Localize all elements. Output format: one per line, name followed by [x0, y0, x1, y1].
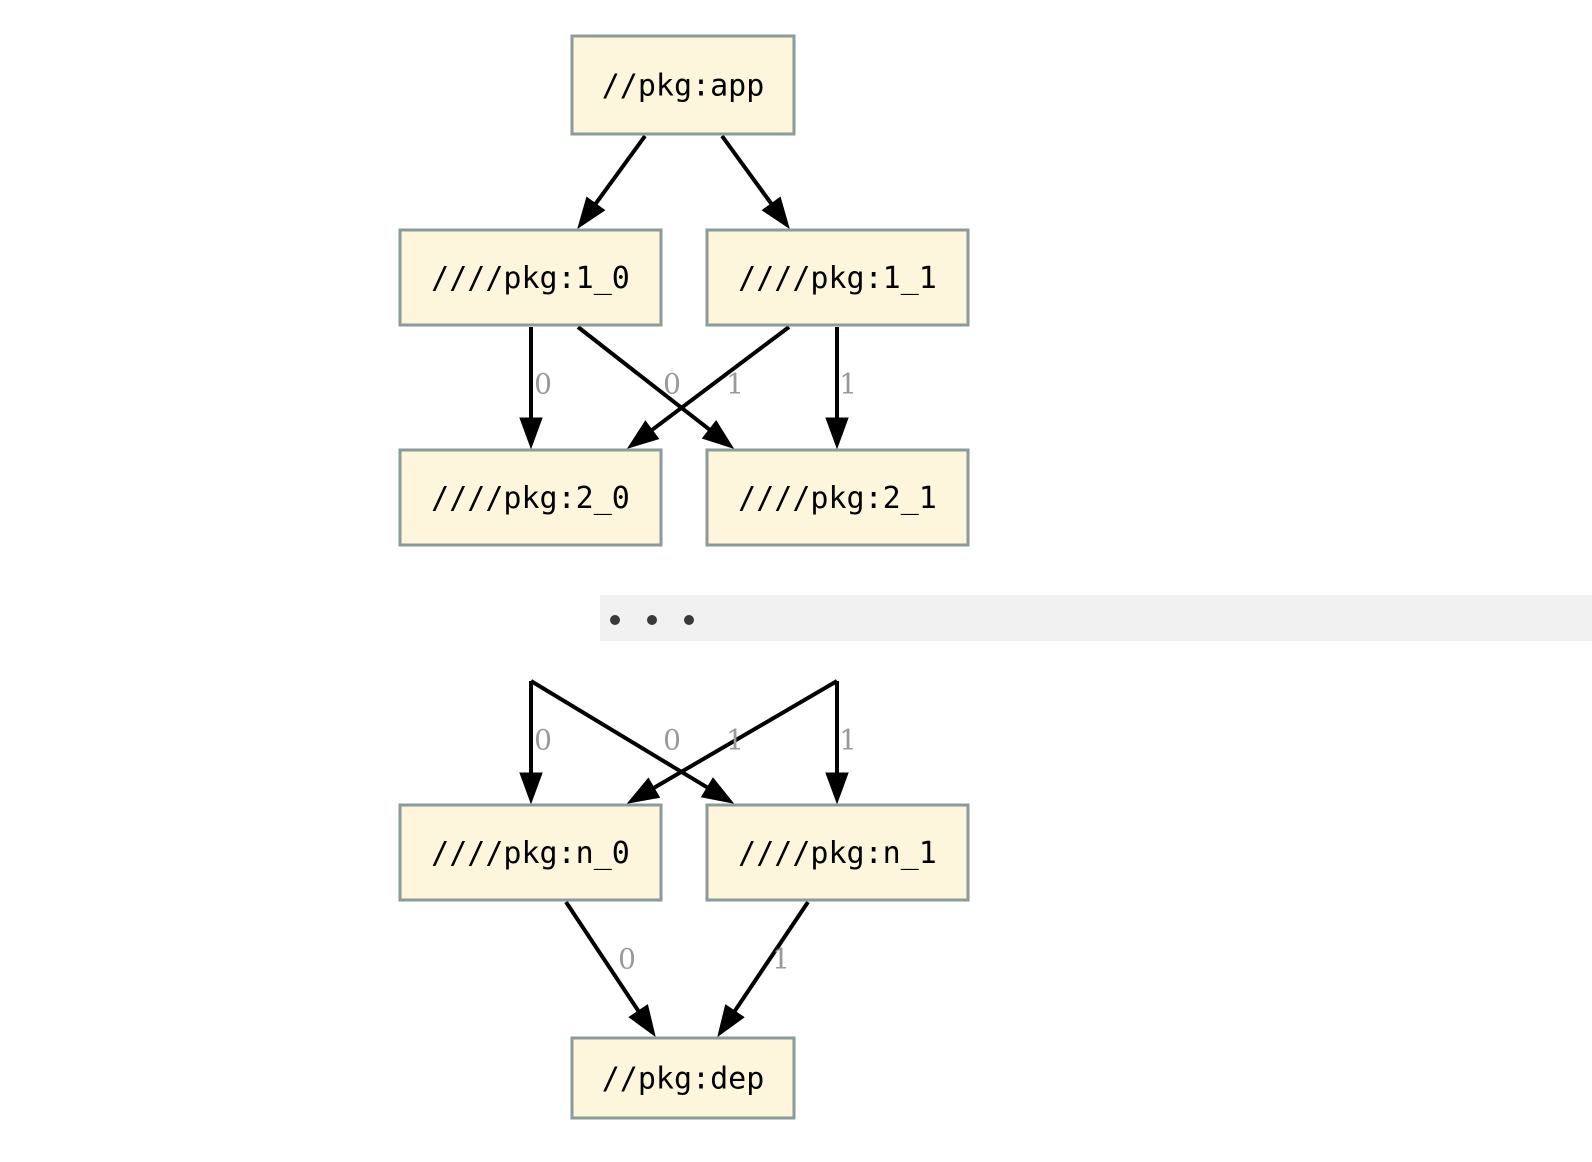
node-box[interactable] [705, 228, 970, 327]
edge-label: 0 [534, 724, 552, 757]
edge-arrowhead [717, 1004, 745, 1038]
node-label: ////pkg:n_1 [738, 836, 937, 871]
edge-label: 0 [663, 724, 681, 757]
edge-arrowhead [825, 417, 849, 450]
node-box[interactable] [398, 803, 663, 902]
edge-line [590, 134, 647, 210]
node-dep[interactable]: //pkg:dep [570, 1036, 796, 1120]
edge-arrowhead [701, 419, 735, 449]
node-1_0[interactable]: ////pkg:1_0 [398, 228, 663, 327]
ellipsis-band [600, 595, 1592, 641]
edge-line [564, 900, 644, 1018]
edge-label: 1 [839, 724, 857, 757]
node-label: ////pkg:1_0 [431, 261, 630, 296]
node-box[interactable] [705, 803, 970, 902]
edge-arrowhead [628, 1004, 656, 1038]
node-2_0[interactable]: ////pkg:2_0 [398, 448, 663, 547]
edge-line [729, 900, 810, 1018]
edge-label: 0 [618, 943, 636, 976]
node-label: ////pkg:2_1 [738, 481, 937, 516]
edge-line [647, 679, 839, 793]
edge-label: 1 [726, 368, 744, 401]
node-1_1[interactable]: ////pkg:1_1 [705, 228, 970, 327]
node-box[interactable] [570, 1036, 796, 1120]
edge-arrowhead [825, 772, 849, 805]
node-label: ////pkg:n_0 [431, 836, 630, 871]
edge-arrowhead [700, 777, 735, 804]
node-label: ////pkg:2_0 [431, 481, 630, 516]
ellipsis-section [600, 595, 1592, 641]
node-box[interactable] [570, 34, 796, 136]
edge-line [645, 325, 791, 436]
node-label: ////pkg:1_1 [738, 261, 937, 296]
edge-label: 0 [663, 368, 681, 401]
node-box[interactable] [705, 448, 970, 547]
node-n_1[interactable]: ////pkg:n_1 [705, 803, 970, 902]
edge-arrowhead [626, 777, 661, 804]
edge-label: 0 [534, 368, 552, 401]
node-label: //pkg:dep [602, 1062, 765, 1097]
edge-arrowhead [761, 196, 790, 230]
edge-line [576, 325, 716, 435]
edge-label: 1 [726, 724, 744, 757]
edge-line [529, 679, 714, 793]
edge-arrowhead [626, 420, 660, 449]
edge-line [720, 134, 777, 210]
edge-label: 1 [839, 368, 857, 401]
node-layer: //pkg:app ////pkg:1_0 ////pkg:1_1 ////pkg:2… [398, 34, 970, 1120]
node-label: //pkg:app [602, 69, 765, 104]
ellipsis-dot-2 [684, 615, 694, 625]
node-app[interactable]: //pkg:app [570, 34, 796, 136]
edge-label-layer: 0 0 1 1 0 0 1 1 0 1 [534, 368, 857, 976]
node-2_1[interactable]: ////pkg:2_1 [705, 448, 970, 547]
node-n_0[interactable]: ////pkg:n_0 [398, 803, 663, 902]
edge-arrowhead [519, 417, 543, 450]
edge-label: 1 [772, 943, 790, 976]
edge-arrowhead [519, 772, 543, 805]
node-box[interactable] [398, 448, 663, 547]
edge-layer [519, 134, 849, 1038]
node-box[interactable] [398, 228, 663, 327]
ellipsis-dot-0 [610, 615, 620, 625]
edge-arrowhead [577, 196, 606, 230]
ellipsis-dot-1 [647, 615, 657, 625]
